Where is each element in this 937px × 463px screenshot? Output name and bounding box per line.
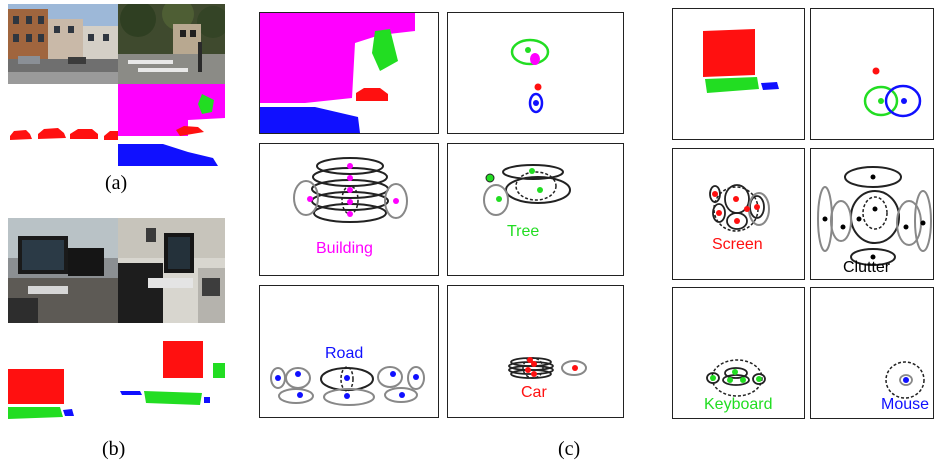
panel-tree-parts: Tree — [447, 143, 624, 276]
panel-street-object-centers — [447, 12, 624, 134]
panel-mouse-parts: Mouse — [810, 287, 934, 419]
street-photo-right — [118, 4, 225, 84]
panel-building-parts: Building — [259, 143, 439, 276]
panel-screen-parts: Screen — [672, 148, 805, 280]
office-photo-left — [8, 218, 118, 323]
label-keyboard: Keyboard — [704, 396, 773, 413]
panel-office-object-centers — [810, 8, 934, 140]
label-tree: Tree — [507, 223, 540, 240]
label-screen: Screen — [712, 236, 763, 253]
panel-keyboard-parts: Keyboard — [672, 287, 805, 419]
office-label-map-left — [8, 323, 118, 423]
street-label-map-left — [8, 84, 118, 166]
office-photo-right — [118, 218, 225, 323]
panel-car-parts: Car — [447, 285, 624, 418]
caption-c: (c) — [558, 438, 581, 460]
label-mouse: Mouse — [881, 396, 930, 413]
label-road: Road — [325, 345, 364, 362]
panel-office-topdown-regions — [672, 8, 805, 140]
caption-b: (b) — [102, 438, 126, 460]
caption-a: (a) — [105, 172, 128, 194]
office-label-map-right — [118, 323, 225, 423]
label-car: Car — [521, 384, 547, 401]
panel-street-topdown-regions — [259, 12, 439, 134]
panel-clutter-parts: Clutter — [810, 148, 934, 280]
label-clutter: Clutter — [843, 259, 891, 276]
panel-road-parts: Road — [259, 285, 439, 418]
label-building: Building — [316, 240, 373, 257]
street-photo-left — [8, 4, 118, 84]
street-label-map-right — [118, 84, 225, 166]
